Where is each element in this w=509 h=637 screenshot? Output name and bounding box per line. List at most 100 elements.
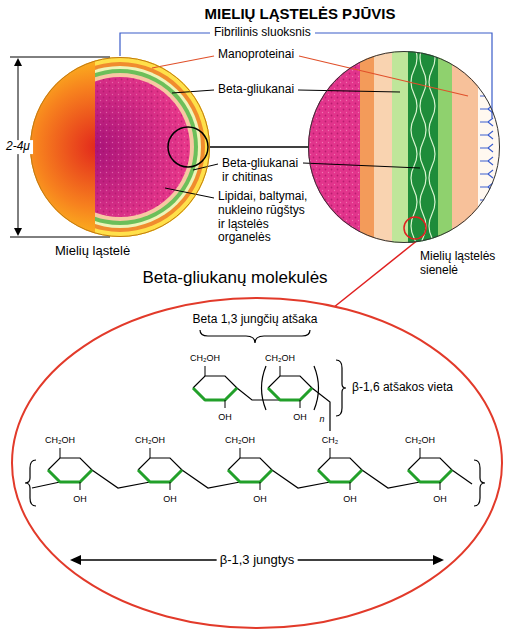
repeat-subscript: n [319,414,324,424]
beta-glucan-structure [312,388,330,431]
leader-lines [193,164,218,170]
chemical-group: OH [218,412,232,422]
beta-glucan-structure [138,448,182,490]
cell-wall-drawing [480,144,493,152]
cell-wall-drawing [480,222,493,230]
cell-wall-drawing [452,45,478,255]
branch-label: Beta 1,3 jungčių atšaka [193,313,318,327]
node-label: Mielių ląstelė [55,244,130,259]
cell-wall-drawing [480,79,493,87]
leader-lines [165,188,214,198]
node-label: Mielių ląstelės sienelė [420,250,500,278]
cell-wall-detail-border [309,52,500,243]
leader-lines [172,90,214,93]
dimension-line [10,237,110,238]
cell-wall-drawing [480,170,493,178]
cell-cutaway [95,77,190,217]
cell-wall-drawing [480,157,493,165]
yeast-cell-outline [30,57,210,237]
chemical-group: CH₂OH [225,435,255,445]
dimension-line [14,58,22,66]
beta-glucan-structure [262,366,267,410]
cell-wall-drawing [408,45,438,255]
cell-cutaway [95,62,205,232]
beta-glucan-structure [408,448,452,490]
yeast-cell-drawing [30,57,210,237]
detail-circle [168,127,208,167]
chemical-group: OH [343,494,357,504]
dimension-line [10,57,110,58]
beta-glucan-structure [70,555,81,565]
detail-circle [404,217,426,239]
leader-lines [120,33,492,198]
content-label: Lipidai, baltymai, nukleino rūgštys ir l… [218,190,313,245]
beta-glucan-structure [228,448,272,490]
cell-cutaway [95,73,194,221]
chemical-group: CH₂OH [135,435,165,445]
beta-glucan-structure [25,330,485,565]
beta-glucan-structure [268,366,312,408]
molecule-ellipse: Beta-gliukanų molekulės [11,297,503,629]
chemical-group: CH₂OH [45,435,75,445]
connector-line [210,146,309,147]
cell-wall-drawing [478,45,508,255]
node-label: Beta-gliukanų molekulės [142,268,327,288]
chemical-group: CH₂OH [265,353,295,363]
cell-wall-drawing [480,131,493,139]
beta-glucan-structure [452,470,472,484]
cell-cutaway [95,66,201,228]
leader-lines [298,90,400,92]
branch-point-label: β-1,6 atšakos vieta [352,381,453,395]
chemical-group: OH [73,494,87,504]
cell-wall-drawing [480,66,493,74]
cell-cutaway [95,57,210,237]
cell-wall-drawing [360,45,374,255]
diagram-title: MIELIŲ LĄSTELĖS PJŪVIS [205,5,396,22]
beta-glucan-structure [314,366,319,410]
leader-lines [120,33,210,56]
cell-wall-drawing [480,105,493,113]
cell-wall-drawing [411,46,417,262]
cell-wall-drawing [429,46,435,262]
beta-glucan-structure [48,448,92,490]
cell-wall-drawing [420,46,426,262]
beta-glucan-structure [32,482,60,488]
cell-wall-detail: Mielių ląstelės sienelė [308,51,500,243]
leader-lines [303,163,420,168]
yeast-cell-border [31,58,210,237]
leader-lines [299,56,468,96]
dimension-line [14,228,22,236]
cell-wall-drawing [438,45,452,255]
cell-wall-drawing [300,45,508,262]
cell-cutaway [95,77,190,217]
beta-glucan-structure [25,460,36,506]
layer-label: Fibrilinis sluoksnis [214,26,311,40]
linkage-label: β-1,3 jungtys [217,553,298,568]
chemical-group: OH [293,412,307,422]
leader-lines [315,33,492,118]
cell-wall-drawing [374,45,392,255]
beta-glucan-structure [193,366,237,408]
chemical-group: OH [163,494,177,504]
cell-wall-drawing [480,209,493,217]
yeast-cell-drawing [30,57,210,237]
chemical-group: OH [433,494,447,504]
beta-glucan-structure [318,448,362,490]
molecule-ellipse-outline [11,297,503,629]
molecule-ellipse-border [12,298,502,628]
layer-label: Beta-gliukanai [218,83,294,97]
layer-label: Manoproteinai [218,48,294,62]
leader-lines [152,56,214,68]
beta-glucan-structure [433,555,444,565]
cell-wall-drawing [480,118,493,126]
layer-label: Beta-gliukanai ir chitinas [222,157,302,185]
chemical-group: CH₂ [322,435,339,445]
beta-glucan-structure [200,330,310,343]
yeast-cell: Mielių ląstelė [30,57,210,237]
dimension-label: 2-4μ [3,140,33,154]
beta-glucan-structure [336,360,346,416]
chemical-group: CH₂OH [190,353,220,363]
chemical-group: OH [253,494,267,504]
connector-line [335,242,416,307]
